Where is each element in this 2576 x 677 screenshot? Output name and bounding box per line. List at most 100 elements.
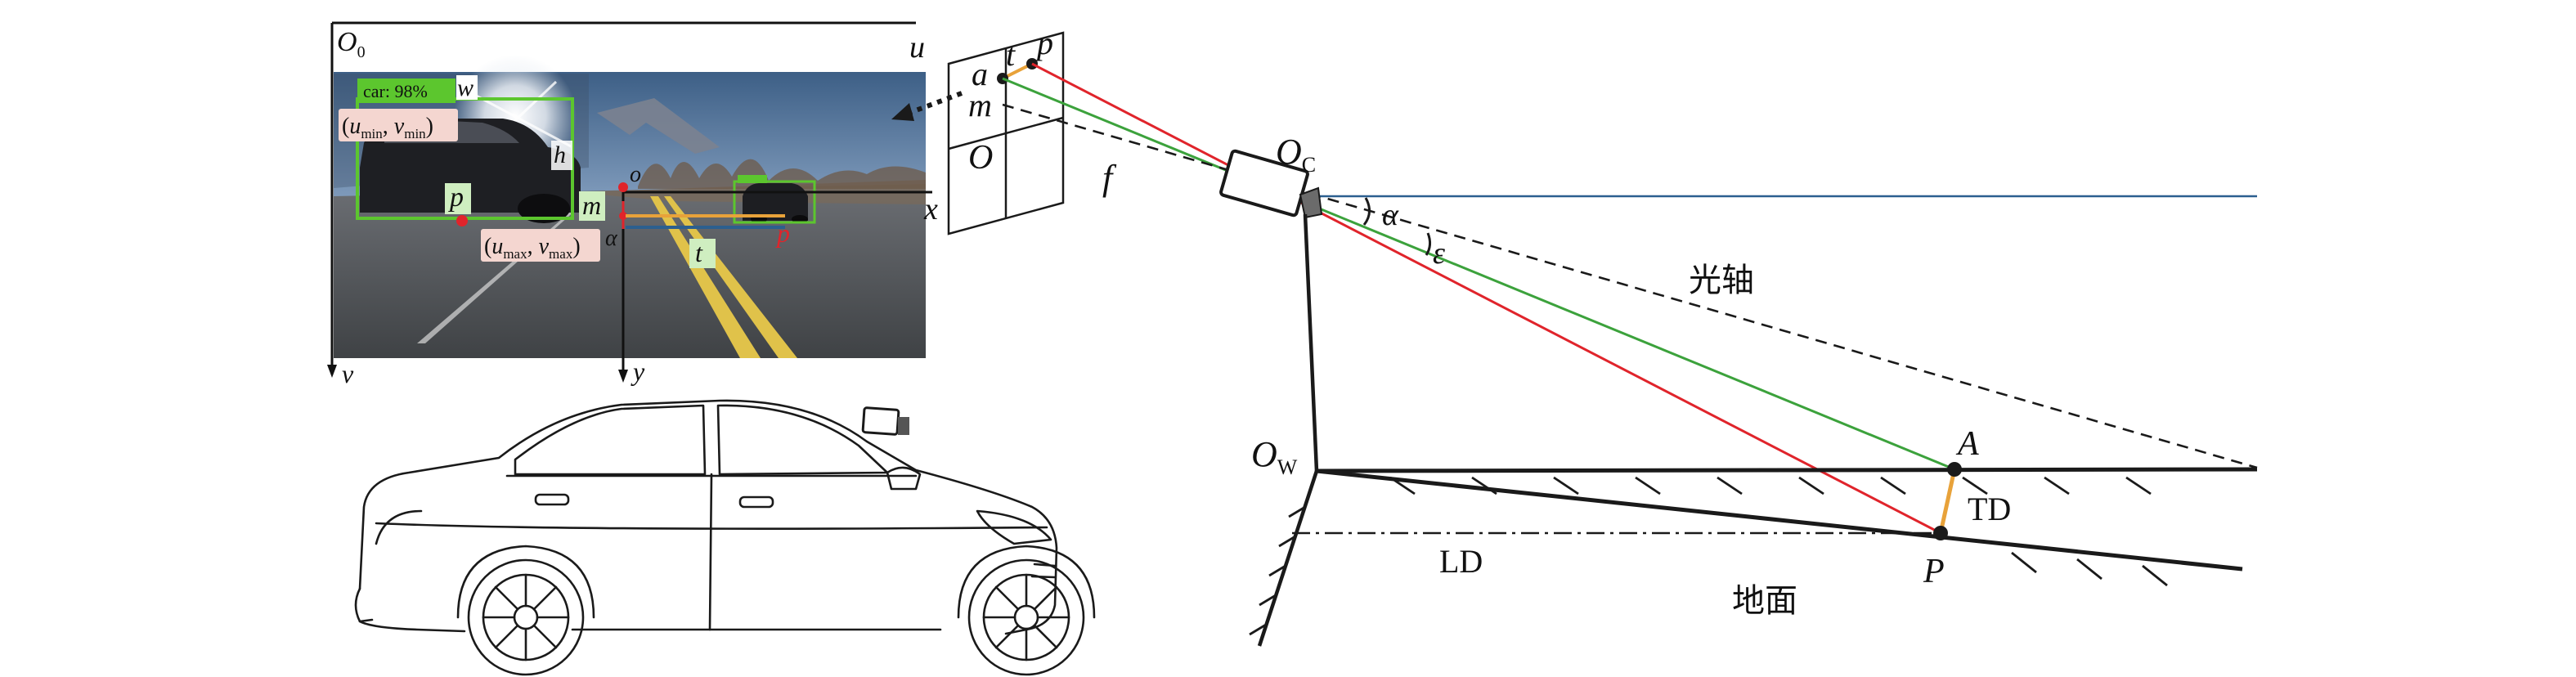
- h-label-bg: [551, 141, 572, 170]
- x-axis-label: x: [923, 192, 938, 226]
- origin-label: O0: [337, 27, 366, 61]
- min-u: u: [349, 114, 361, 139]
- point-A: [1947, 462, 1962, 477]
- hatching-left: [1249, 505, 1306, 636]
- car-tail-light: [375, 509, 423, 545]
- hatching-slope: [2011, 551, 2168, 587]
- car-headlight: [976, 509, 1052, 545]
- max-corner-label: (umax, vmax): [484, 234, 581, 262]
- epsilon-arc: [1425, 232, 1432, 256]
- roof-camera: [861, 406, 909, 436]
- left-ground-line: [1257, 470, 1319, 647]
- A-label: A: [1955, 425, 1979, 463]
- detection-tag-bg: [357, 78, 456, 103]
- max-v: v: [539, 234, 550, 259]
- td-segment: [1938, 469, 1957, 534]
- car-body-outline: [358, 399, 1058, 635]
- lane-line-yellow-1: [650, 196, 761, 358]
- lane-line-yellow-2: [664, 196, 797, 358]
- plane-dotted-arrowhead: [891, 103, 914, 121]
- o-label: o: [630, 162, 641, 187]
- w-label-bg: [456, 75, 478, 100]
- oc-sub: C: [1302, 153, 1316, 177]
- roof-camera-body: [861, 406, 900, 436]
- distant-car-bbox-tag: [738, 175, 767, 183]
- origin-O: O: [337, 27, 357, 57]
- y-axis-label: y: [631, 356, 645, 386]
- h-label: h: [554, 141, 566, 168]
- roof-camera-lens: [898, 417, 909, 435]
- ground-geometry: OW A P TD LD 地面: [1249, 213, 2258, 647]
- car-rear-door-handle: [534, 493, 570, 506]
- max-corner-bg: [481, 229, 600, 262]
- car-side-mirror: [886, 466, 922, 491]
- photo-p-red-label: p: [775, 218, 790, 248]
- min-v: v: [394, 114, 405, 139]
- ow-label: OW: [1251, 434, 1298, 479]
- u-axis-label: u: [909, 30, 925, 65]
- point-P: [1933, 526, 1948, 540]
- origin-sub: 0: [357, 43, 366, 61]
- plane-m-label: m: [968, 87, 992, 123]
- front-wheel-tire: [967, 558, 1085, 676]
- camera-photo-panel: car: 98% w h (umin, vmin) p m (umax, vma…: [327, 21, 938, 388]
- car-door-divider: [708, 473, 713, 631]
- green-ray-a-to-A: [1002, 77, 1955, 471]
- camera-model: OC f α ε 光轴: [1102, 132, 1754, 299]
- rear-wheel-spokes: [482, 573, 570, 661]
- detection-label: car: 98%: [363, 81, 428, 101]
- o-point: [618, 182, 628, 192]
- image-plane: a t p m O: [891, 25, 1065, 235]
- camera-pole: [1303, 213, 1319, 472]
- red-ray-p-to-P: [1031, 62, 1941, 535]
- ow-O: O: [1251, 434, 1277, 474]
- motion-arrow-overlay: [597, 98, 720, 154]
- distant-car-bbox: [733, 180, 816, 224]
- p-point: [456, 215, 468, 226]
- max-u-sub: max: [503, 246, 527, 262]
- t-label: t: [695, 238, 703, 267]
- front-wheel-arch: [957, 545, 1096, 619]
- min-u-sub: min: [361, 126, 383, 141]
- hatching-horizontal: [1389, 476, 2152, 495]
- m-label-bg: [579, 191, 605, 221]
- w-label: w: [457, 74, 473, 101]
- photo-alpha-label: α: [605, 226, 618, 251]
- ground-label: 地面: [1732, 582, 1797, 620]
- max-v-sub: max: [549, 246, 573, 262]
- car-rear-bumper: [354, 587, 374, 623]
- projection-rays: [1002, 62, 2258, 535]
- horizontal-reference-line: [1316, 467, 2258, 473]
- max-u: u: [491, 234, 503, 259]
- car-rear-lower: [358, 620, 466, 633]
- alpha-label: α: [1382, 198, 1399, 232]
- rear-wheel-arch: [456, 545, 595, 619]
- photo-y-axis-arrowhead: [618, 370, 628, 383]
- plane-a-label: a: [972, 56, 988, 92]
- car-rear-window: [514, 404, 707, 476]
- plane-p-label: p: [1034, 25, 1053, 61]
- focal-length-label: f: [1102, 158, 1117, 198]
- v-axis-arrowhead: [327, 365, 337, 378]
- min-v-sub: min: [404, 126, 426, 141]
- front-car-wheel: [518, 194, 570, 223]
- p-label-bg: [445, 183, 471, 214]
- plane-O-label: O: [968, 139, 993, 177]
- P-label: P: [1923, 553, 1945, 590]
- oc-label: OC: [1276, 132, 1316, 177]
- LD-label: LD: [1439, 543, 1483, 580]
- plane-t-label: t: [1006, 36, 1016, 73]
- camera-lens: [1299, 186, 1323, 219]
- plane-dotted-arrow: [908, 91, 963, 115]
- min-corner-bg: [339, 109, 458, 141]
- m-point-photo: [619, 212, 627, 220]
- front-wheel-spokes: [982, 573, 1070, 661]
- image-plane-horizontal-divider: [948, 116, 1064, 150]
- v-axis-label: v: [342, 359, 354, 388]
- epsilon-label: ε: [1433, 236, 1445, 271]
- car-front-window: [716, 404, 889, 476]
- optical-axis-dashed: [1002, 103, 2258, 469]
- rear-wheel-tire: [467, 558, 585, 676]
- ow-sub: W: [1277, 455, 1298, 479]
